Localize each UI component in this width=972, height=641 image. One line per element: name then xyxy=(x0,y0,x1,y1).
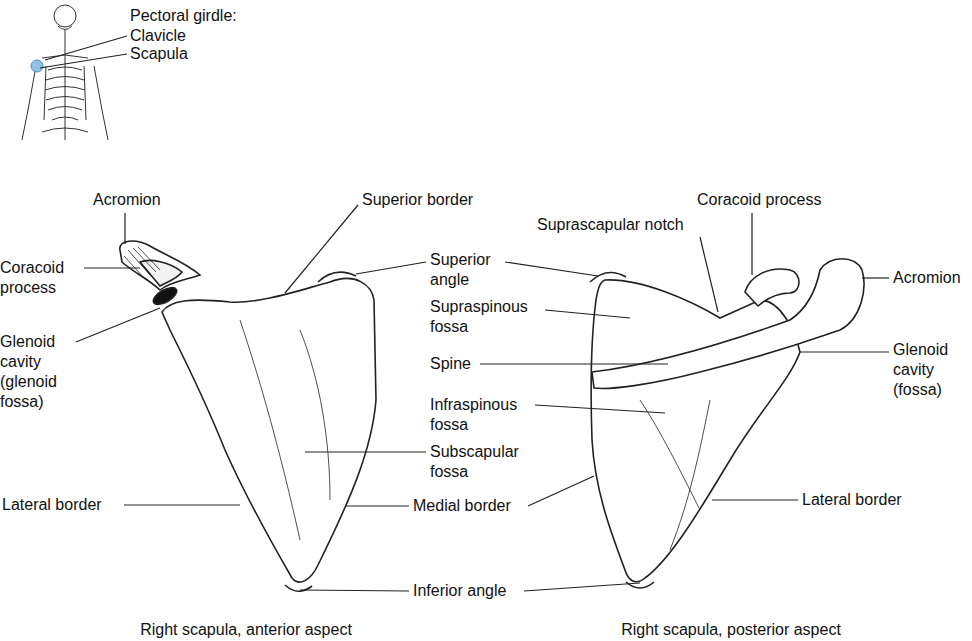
part-label: Glenoid cavity (fossa) xyxy=(893,340,965,400)
part-label: Acromion xyxy=(893,268,961,288)
part-label: Acromion xyxy=(93,190,161,210)
part-label: Pectoral girdle: xyxy=(130,6,237,26)
part-label: Subscapular fossa xyxy=(430,442,545,482)
part-label: Superior angle xyxy=(430,250,502,290)
view-caption: Lateral border xyxy=(802,490,902,510)
posterior-scapula xyxy=(590,259,864,588)
part-label: Medial border xyxy=(413,496,511,516)
part-label: Infraspinous fossa xyxy=(430,395,545,435)
part-label: Supraspinous fossa xyxy=(430,297,545,337)
part-label: Coracoid process xyxy=(0,258,80,298)
leader-lines xyxy=(40,36,889,591)
part-label: Coracoid process xyxy=(697,190,822,210)
anterior-scapula xyxy=(120,241,376,591)
part-label: Glenoid cavity (glenoid fossa) xyxy=(0,332,72,412)
part-label: Suprascapular notch xyxy=(537,215,684,235)
part-label: Spine xyxy=(430,354,471,374)
skeleton-thumbnail xyxy=(22,5,108,140)
view-caption: Right scapula, anterior aspect xyxy=(96,620,396,640)
part-label: Clavicle xyxy=(130,26,186,46)
part-label: Lateral border xyxy=(2,495,102,515)
part-label: Superior border xyxy=(362,190,473,210)
view-caption: Right scapula, posterior aspect xyxy=(581,620,881,640)
part-label: Scapula xyxy=(130,44,188,64)
part-label: Inferior angle xyxy=(413,581,506,601)
